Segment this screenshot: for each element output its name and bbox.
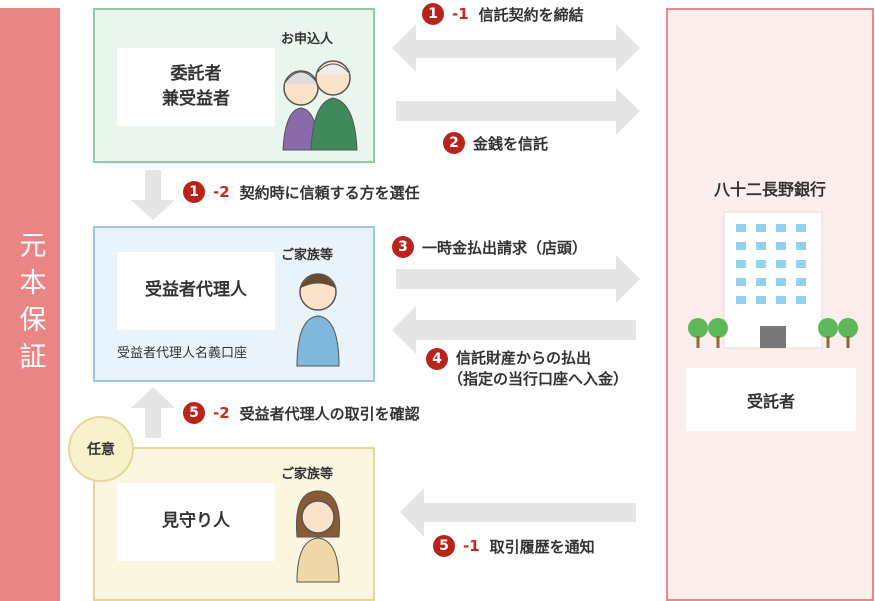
- beneficiary-agent-box: 受益者代理人 ご家族等 受益者代理人名義口座: [93, 226, 375, 382]
- step-1-1: 1 -1 信託契約を締結: [422, 3, 584, 25]
- step-sub: -1: [452, 5, 469, 23]
- step-4: 4 信託財産からの払出 （指定の当行口座へ入金）: [426, 348, 628, 390]
- step-text: 受益者代理人の取引を確認: [239, 404, 420, 423]
- step-number: 4: [426, 348, 448, 370]
- step-5-1: 5 -1 取引履歴を通知: [433, 535, 595, 557]
- arrow-2-right: [396, 88, 640, 135]
- step-text: 金銭を信託: [473, 134, 549, 153]
- family-tag: ご家族等: [281, 248, 334, 263]
- settlor-label: 委託者 兼受益者: [117, 48, 275, 126]
- man-illustration: [296, 273, 340, 367]
- step-sub: -2: [213, 404, 230, 422]
- step-number: 5: [183, 402, 205, 424]
- step-sub: -1: [463, 537, 480, 555]
- step-number: 5: [433, 535, 455, 557]
- step-text: 取引履歴を通知: [489, 537, 595, 556]
- arrow-1-1-double: [392, 24, 640, 72]
- agent-account-label: 受益者代理人名義口座: [117, 346, 248, 361]
- step-number: 3: [392, 236, 414, 258]
- step-sub: -2: [213, 183, 230, 201]
- arrow-5-1-left: [400, 488, 636, 537]
- step-number: 1: [422, 3, 444, 25]
- step-text: 信託契約を締結: [478, 5, 584, 24]
- bank-building-icon: [688, 211, 858, 349]
- watcher-label: 見守り人: [117, 483, 275, 561]
- arrow-5-2-up: [131, 387, 175, 438]
- step-number: 1: [183, 181, 205, 203]
- step-5-2: 5 -2 受益者代理人の取引を確認: [183, 402, 420, 424]
- step-text: 一時金払出請求（店頭）: [422, 238, 588, 257]
- bank-box: 八十二長野銀行 受託者: [666, 8, 874, 601]
- arrow-4-left: [392, 306, 636, 354]
- step-text: 信託財産からの払出: [456, 349, 592, 367]
- step-number: 2: [443, 132, 465, 154]
- optional-badge: 任意: [68, 416, 134, 482]
- arrow-1-2-down: [131, 170, 175, 220]
- step-1-2: 1 -2 契約時に信頼する方を選任: [183, 181, 420, 203]
- bank-name: 八十二長野銀行: [713, 180, 826, 199]
- family-tag: ご家族等: [281, 467, 334, 482]
- arrow-3-right: [396, 255, 640, 303]
- settlor-box: 委託者 兼受益者 お申込人: [93, 8, 375, 163]
- step-text-2: （指定の当行口座へ入金）: [448, 370, 629, 388]
- step-3: 3 一時金払出請求（店頭）: [392, 236, 587, 258]
- agent-label: 受益者代理人: [117, 252, 275, 330]
- step-text: 契約時に信頼する方を選任: [239, 183, 420, 202]
- elderly-couple-illustration: [282, 60, 358, 151]
- sidebar-label: 元本保証: [14, 230, 46, 379]
- woman-illustration: [295, 490, 341, 583]
- principal-guarantee-bar: 元本保証: [0, 8, 60, 601]
- watcher-box: 見守り人 ご家族等: [93, 447, 375, 601]
- step-2: 2 金銭を信託: [443, 132, 548, 154]
- trustee-label: 受託者: [686, 368, 856, 431]
- applicant-tag: お申込人: [281, 32, 334, 47]
